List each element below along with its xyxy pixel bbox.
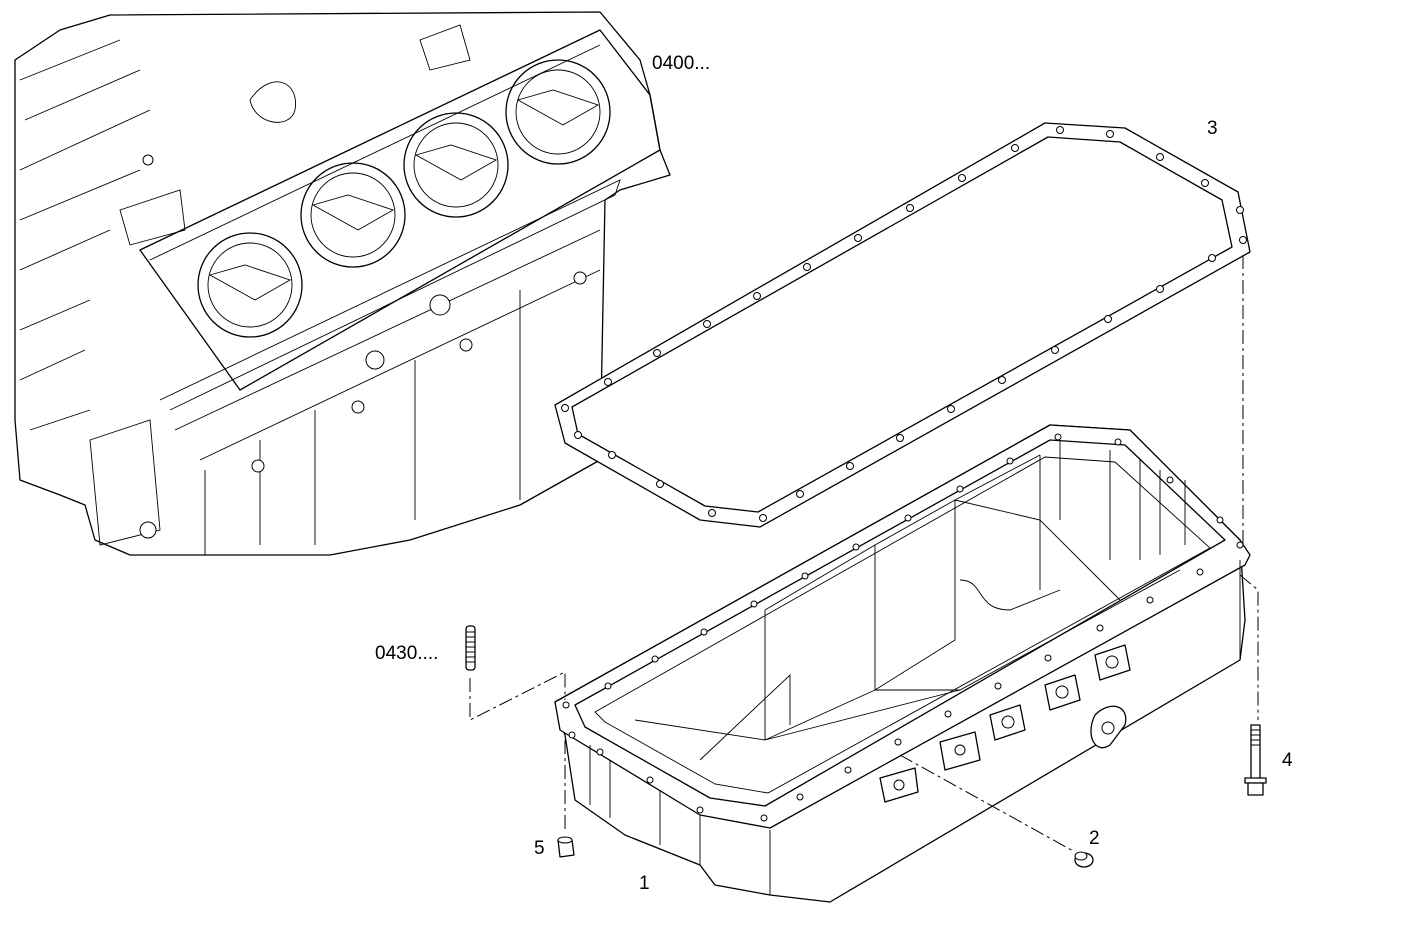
callout-engine-block-ref: 0400... xyxy=(652,53,710,74)
leader-lines xyxy=(469,255,1259,853)
engine-block xyxy=(14,11,671,556)
gasket-bolt-holes xyxy=(561,126,1247,522)
callout-plug: 2 xyxy=(1089,828,1100,849)
callout-stud-ref: 0430.... xyxy=(375,643,438,664)
oil-pan-bosses xyxy=(879,644,1131,803)
stud xyxy=(465,625,476,671)
oil-pan-gasket xyxy=(554,122,1251,528)
callout-oil-pan: 1 xyxy=(639,873,650,894)
oil-pan-bolt-holes xyxy=(562,433,1244,822)
callout-bolt: 4 xyxy=(1282,750,1293,771)
bolt xyxy=(1244,724,1267,796)
callout-gasket: 3 xyxy=(1207,118,1218,139)
callout-nut: 5 xyxy=(534,838,545,859)
drain-plug xyxy=(1074,851,1094,868)
nut xyxy=(557,836,575,858)
oil-pan xyxy=(554,424,1251,903)
